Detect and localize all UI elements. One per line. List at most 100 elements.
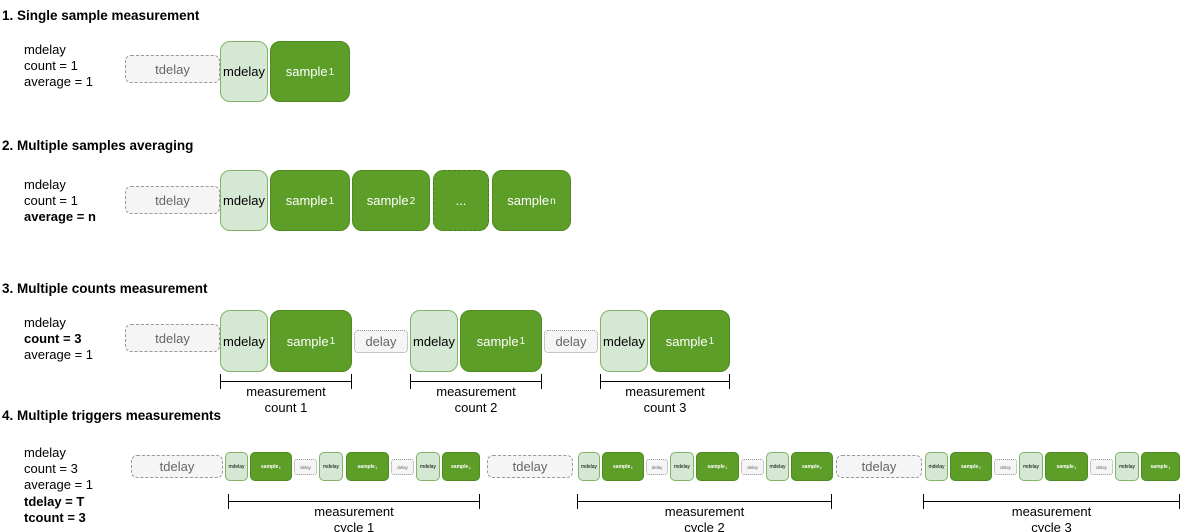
mdelay-block: mdelay xyxy=(600,310,648,372)
tdelay-block: tdelay xyxy=(125,324,220,352)
bracket-label-line1: measurement xyxy=(246,384,326,399)
delay-block: delay xyxy=(294,459,317,475)
bracket-left-tick xyxy=(923,494,925,509)
bracket-label-line2: cycle 1 xyxy=(333,519,375,532)
bracket-left-tick xyxy=(410,374,412,389)
mdelay-label: mdelay xyxy=(322,463,340,470)
sample-label: sample xyxy=(1150,463,1168,470)
delay-block: delay xyxy=(994,459,1017,475)
bracket-label-line2: count 3 xyxy=(643,399,687,415)
bracket-line xyxy=(923,501,1180,502)
mdelay-block: mdelay xyxy=(766,452,789,481)
dots-block: ... xyxy=(433,170,489,231)
tdelay-block: tdelay xyxy=(836,455,922,478)
mdelay-block: mdelay xyxy=(1115,452,1139,481)
parameter-line: tdelay = T xyxy=(24,493,85,509)
tdelay-block: tdelay xyxy=(487,455,573,478)
bracket-label-line2: cycle 3 xyxy=(1031,519,1072,532)
parameter-line: count = 3 xyxy=(24,331,82,347)
parameter-line: mdelay xyxy=(24,445,66,460)
tdelay-block: tdelay xyxy=(125,186,220,214)
bracket-label-line1: measurement xyxy=(314,504,394,519)
parameter-line: average = n xyxy=(24,209,96,225)
section-heading: 1. Single sample measurement xyxy=(2,8,200,23)
delay-block: delay xyxy=(391,459,414,475)
sample-label: sample xyxy=(961,463,979,470)
parameter-line: average = 1 xyxy=(24,477,94,493)
mdelay-label: mdelay xyxy=(673,463,691,470)
parameter-line: average = 1 xyxy=(24,347,94,363)
sample-label: sample xyxy=(261,463,279,470)
mdelay-block: mdelay xyxy=(319,452,343,481)
bracket-left-tick xyxy=(577,494,579,509)
delay-label: delay xyxy=(651,464,663,470)
parameter-line: mdelay xyxy=(24,177,66,192)
bracket-line xyxy=(220,381,352,382)
tdelay-label: tdelay xyxy=(155,192,190,208)
bracket-right-tick xyxy=(728,374,730,389)
mdelay-label: mdelay xyxy=(419,463,437,470)
bracket-right-tick xyxy=(1178,494,1180,509)
sample-label: sample xyxy=(286,333,329,349)
sample-label: sample xyxy=(366,193,409,208)
mdelay-block: mdelay xyxy=(225,452,248,481)
mdelay-block: mdelay xyxy=(416,452,440,481)
bracket-label-line2: cycle 2 xyxy=(684,519,725,532)
mdelay-label: mdelay xyxy=(1022,463,1040,470)
delay-label: delay xyxy=(397,464,408,470)
bracket-left-tick xyxy=(600,374,602,389)
delay-label: delay xyxy=(747,464,758,470)
parameter-line: average = 1 xyxy=(24,74,94,90)
sample-label: sample xyxy=(507,193,550,208)
bracket-left-tick xyxy=(220,374,222,389)
mdelay-block: mdelay xyxy=(578,452,600,481)
delay-label: delay xyxy=(1000,464,1011,470)
bracket-label-line1: measurement xyxy=(664,504,745,519)
mdelay-block: mdelay xyxy=(220,310,268,372)
delay-block: delay xyxy=(354,330,408,353)
delay-label: delay xyxy=(300,464,311,470)
delay-label: delay xyxy=(555,334,587,349)
mdelay-label: mdelay xyxy=(223,333,265,349)
tdelay-label: tdelay xyxy=(155,61,190,77)
sample-label: sample xyxy=(1056,463,1074,470)
tdelay-label: tdelay xyxy=(159,459,195,474)
parameter-line: count = 1 xyxy=(24,193,78,209)
bracket-label-line1: measurement xyxy=(436,384,516,399)
mdelay-block: mdelay xyxy=(925,452,948,481)
dots-label: ... xyxy=(455,193,467,208)
sample-label: sample xyxy=(802,463,820,470)
mdelay-label: mdelay xyxy=(1118,463,1136,470)
delay-block: delay xyxy=(1090,459,1113,475)
sample-label: sample xyxy=(451,463,469,470)
delay-label: delay xyxy=(1096,464,1107,470)
tdelay-block: tdelay xyxy=(125,55,220,83)
sample-label: sample xyxy=(707,463,725,470)
bracket-line xyxy=(577,501,832,502)
sample-label: sample xyxy=(476,333,519,349)
delay-block: delay xyxy=(646,459,668,475)
